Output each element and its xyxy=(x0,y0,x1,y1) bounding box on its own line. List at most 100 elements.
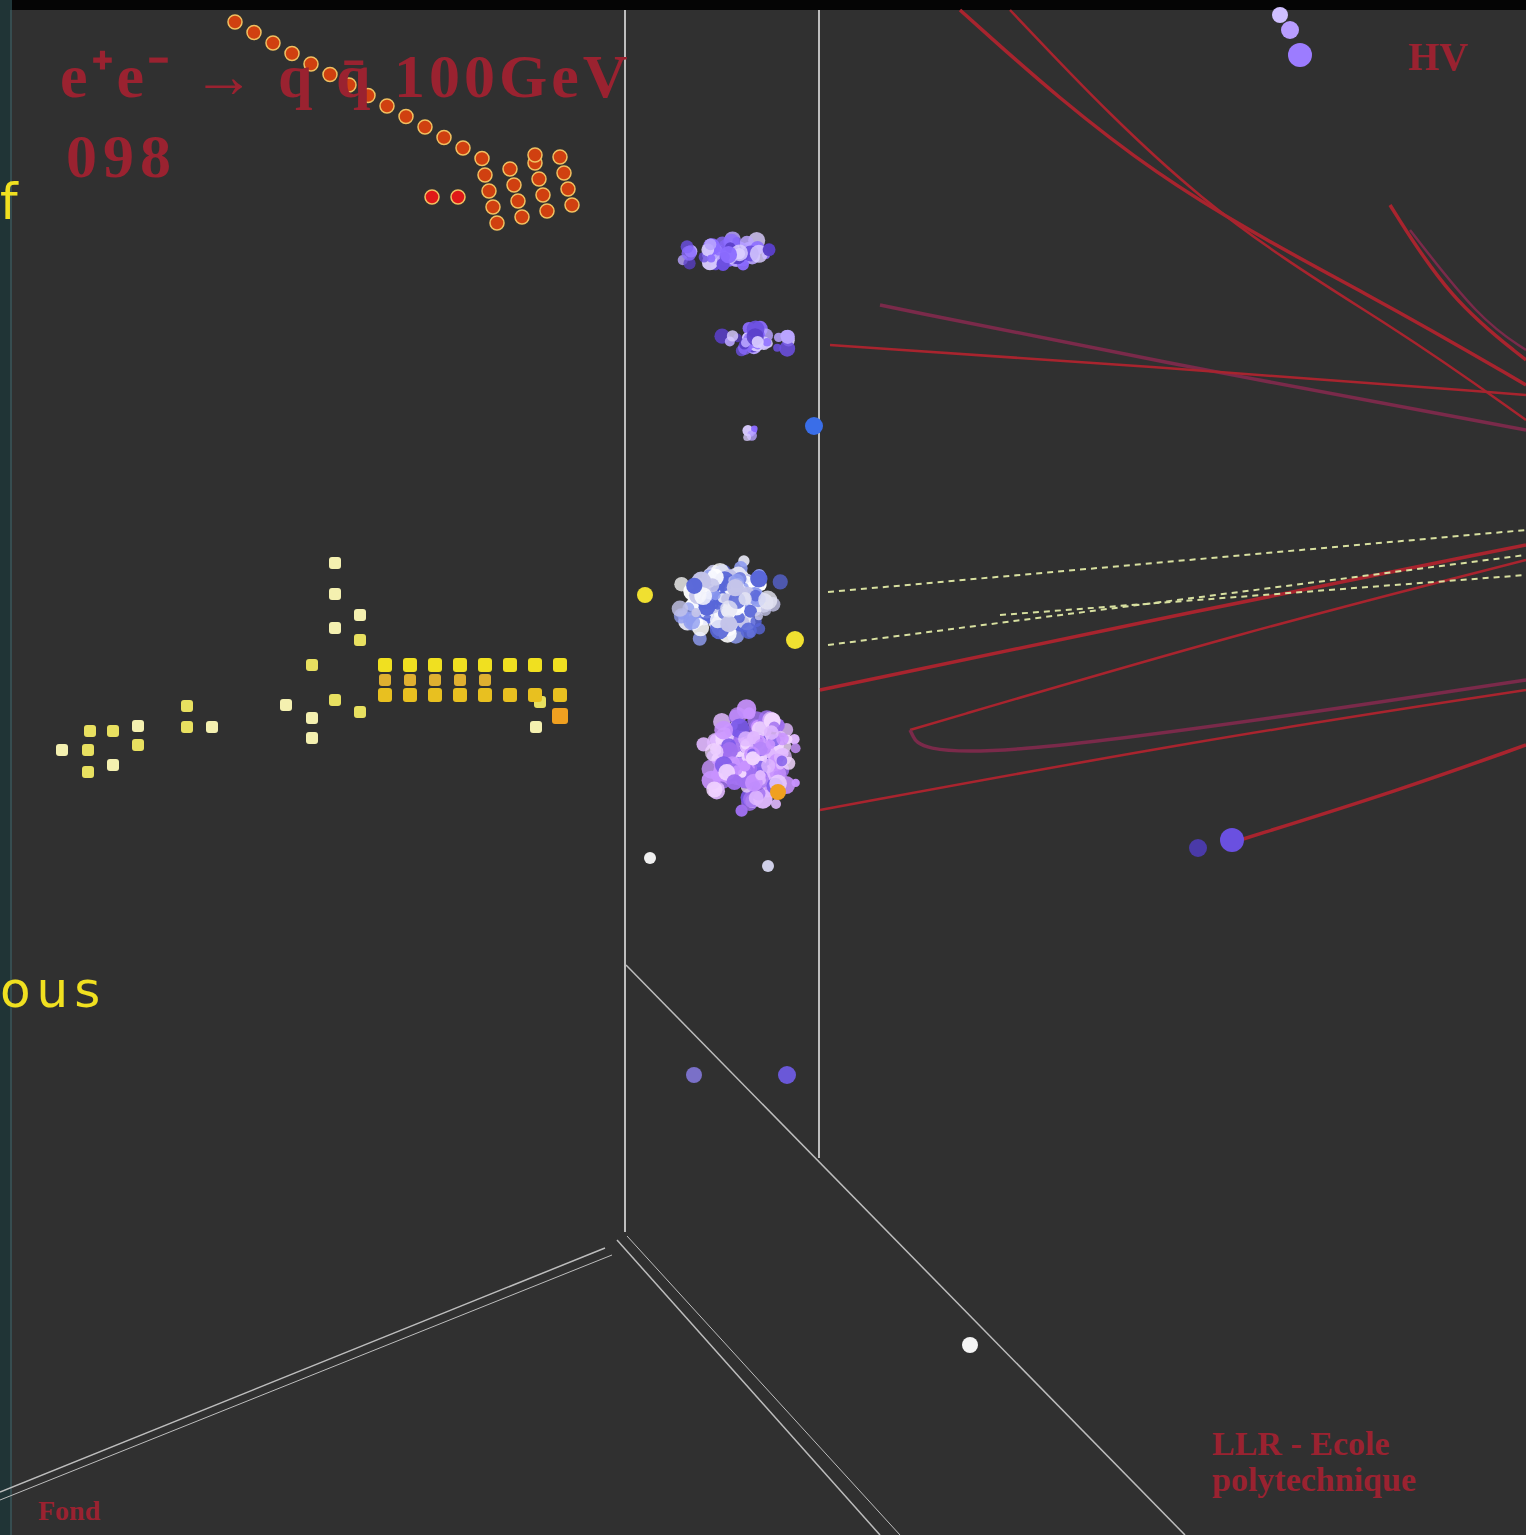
institution-label: LLR - Ecole polytechnique xyxy=(1212,1426,1482,1497)
muon-hit xyxy=(378,688,392,702)
muon-hit xyxy=(503,658,517,672)
muon-hit xyxy=(306,659,318,671)
muon-hit xyxy=(306,732,318,744)
tracker-hit xyxy=(228,15,242,29)
calorimeter-hit xyxy=(781,330,795,344)
muon-hit xyxy=(329,622,341,634)
muon-hit xyxy=(454,674,466,686)
tracker-hit xyxy=(490,216,504,230)
frame-line xyxy=(617,1240,880,1535)
calorimeter-hit xyxy=(714,721,733,740)
tracker-hit xyxy=(536,188,550,202)
muon-hit xyxy=(404,674,416,686)
calorimeter-hit xyxy=(773,574,788,589)
muon-hit xyxy=(84,725,96,737)
frame-line xyxy=(626,965,1185,1535)
calorimeter-hit xyxy=(720,600,737,617)
calorimeter-hit xyxy=(763,338,772,347)
view-label: Fond xyxy=(38,1496,100,1525)
calorimeter-hit xyxy=(1281,21,1299,39)
calorimeter-hit xyxy=(805,417,823,435)
particle-track xyxy=(910,680,1526,751)
frame-line xyxy=(624,10,626,1232)
calorimeter-hit xyxy=(777,756,788,767)
calorimeter-hit xyxy=(720,246,737,263)
muon-hit xyxy=(453,658,467,672)
calorimeter-hit xyxy=(738,731,753,746)
muon-hit xyxy=(478,688,492,702)
particle-track xyxy=(820,690,1526,810)
calorimeter-hit xyxy=(743,433,751,441)
tracker-hit xyxy=(511,194,525,208)
calorimeter-hit xyxy=(758,591,777,610)
muon-track xyxy=(1000,575,1526,615)
muon-hit xyxy=(453,688,467,702)
muon-hit xyxy=(181,721,193,733)
muon-hit xyxy=(354,609,366,621)
frame-lines xyxy=(0,10,1185,1535)
calorimeter-hit xyxy=(691,608,700,617)
muon-hit xyxy=(553,688,567,702)
calorimeter-hit xyxy=(1220,828,1244,852)
tracker-hit xyxy=(451,190,465,204)
muon-hit xyxy=(528,658,542,672)
muon-hit xyxy=(354,706,366,718)
tracker-hit xyxy=(247,26,261,40)
calorimeter-hit xyxy=(727,774,743,790)
tracker-hit xyxy=(503,162,517,176)
event-number: 098 xyxy=(66,124,177,189)
left-edge xyxy=(0,0,10,1535)
muon-hit xyxy=(530,721,542,733)
tracker-hit xyxy=(399,110,413,124)
calorimeter-hit xyxy=(786,631,804,649)
frame-line xyxy=(0,1255,612,1500)
particle-track xyxy=(1390,205,1526,360)
calorimeter-hit xyxy=(707,254,715,262)
hit-group xyxy=(56,7,1312,1353)
particle-track xyxy=(820,545,1526,690)
calorimeter-hit xyxy=(672,600,688,616)
muon-hit xyxy=(329,557,341,569)
muon-hit xyxy=(82,766,94,778)
track-group xyxy=(820,10,1526,840)
particle-track xyxy=(830,345,1526,395)
muon-hit xyxy=(107,725,119,737)
muon-hit xyxy=(280,699,292,711)
muon-hit xyxy=(206,721,218,733)
calorimeter-hit xyxy=(706,782,722,798)
calorimeter-hit xyxy=(962,1337,978,1353)
calorimeter-hit xyxy=(686,578,702,594)
tracker-hit xyxy=(437,131,451,145)
calorimeter-hit xyxy=(720,615,737,632)
tracker-hit xyxy=(456,141,470,155)
muon-hit xyxy=(553,658,567,672)
muon-hit xyxy=(379,674,391,686)
calorimeter-hit xyxy=(791,743,801,753)
tracker-hit xyxy=(425,190,439,204)
muon-hit xyxy=(428,658,442,672)
calorimeter-hit xyxy=(764,725,779,740)
muon-hit xyxy=(479,674,491,686)
tracker-hit xyxy=(507,178,521,192)
muon-hit xyxy=(552,708,568,724)
calorimeter-hit xyxy=(763,243,776,256)
muon-hit xyxy=(82,744,94,756)
frame-line xyxy=(818,10,820,1158)
calorimeter-hit xyxy=(752,336,764,348)
calorimeter-hit xyxy=(762,860,774,872)
calorimeter-hit xyxy=(1288,43,1312,67)
tracker-hit xyxy=(540,204,554,218)
muon-hit xyxy=(329,588,341,600)
tracker-hit xyxy=(528,148,542,162)
muon-hit xyxy=(428,688,442,702)
particle-track xyxy=(1410,230,1526,350)
calorimeter-hit xyxy=(682,246,697,261)
tracker-hit xyxy=(478,168,492,182)
tracker-hit xyxy=(475,152,489,166)
tracker-hit xyxy=(486,200,500,214)
tracker-hit xyxy=(515,210,529,224)
tracker-hit xyxy=(561,182,575,196)
calorimeter-hit xyxy=(727,330,738,341)
muon-hit xyxy=(429,674,441,686)
tracker-hit xyxy=(532,172,546,186)
